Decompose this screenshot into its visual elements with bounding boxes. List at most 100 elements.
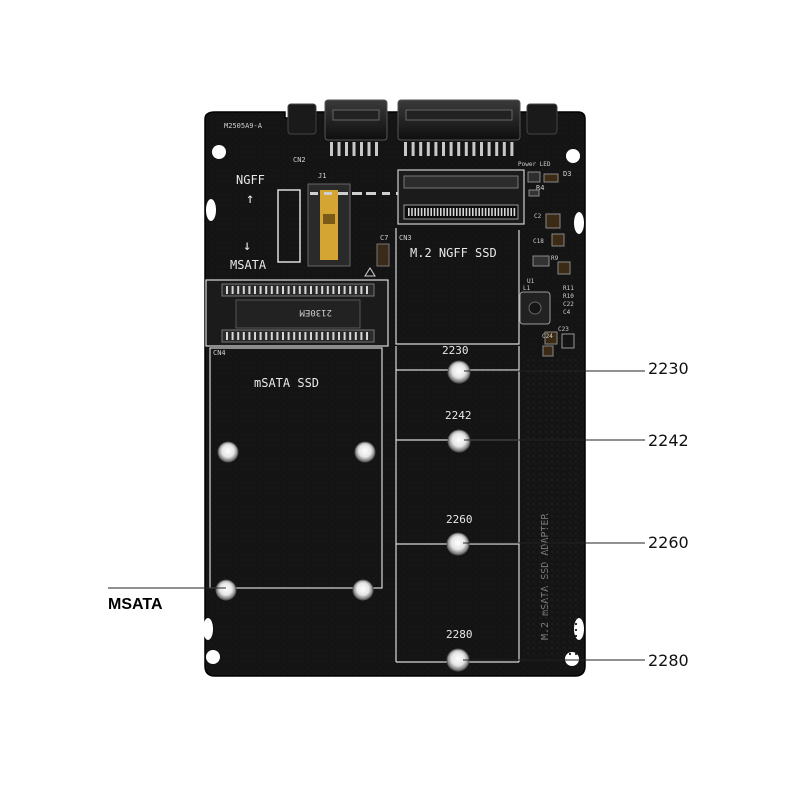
edge-texture-dot <box>544 520 548 524</box>
msata-socket-pin <box>315 286 318 294</box>
edge-texture-dot <box>574 616 578 620</box>
label-l1: L1 <box>523 285 531 292</box>
edge-texture-dot <box>556 556 560 560</box>
edge-texture-dot <box>574 538 578 542</box>
sata-power-pin <box>411 142 415 156</box>
edge-texture-dot <box>568 406 572 410</box>
edge-texture-dot <box>568 490 572 494</box>
edge-texture-dot <box>544 490 548 494</box>
sata-data-pin <box>367 142 371 156</box>
edge-texture-dot <box>550 646 554 650</box>
edge-texture-dot <box>532 532 536 536</box>
switch-ngff-label: NGFF <box>236 173 265 187</box>
edge-texture-dot <box>574 514 578 518</box>
edge-texture-dot <box>574 484 578 488</box>
edge-texture-dot <box>562 628 566 632</box>
m2-socket-pin <box>491 208 493 216</box>
edge-texture-dot <box>568 580 572 584</box>
edge-texture-dot <box>562 382 566 386</box>
edge-texture-dot <box>526 460 530 464</box>
edge-texture-dot <box>526 478 530 482</box>
label-c22: C22 <box>563 301 574 308</box>
edge-texture-dot <box>544 628 548 632</box>
sata-power-pin <box>472 142 476 156</box>
edge-texture-dot <box>556 484 560 488</box>
edge-texture-dot <box>562 586 566 590</box>
m2-socket-pin <box>500 208 503 216</box>
sata-power-pin <box>404 142 407 156</box>
edge-texture-dot <box>574 430 578 434</box>
edge-texture-dot <box>562 472 566 476</box>
msata-socket-pin <box>248 286 251 294</box>
edge-texture-dot <box>532 484 536 488</box>
msata-socket-pin <box>237 332 240 340</box>
edge-texture-dot <box>568 508 572 512</box>
edge-texture-dot <box>562 652 566 656</box>
msata-socket-pin <box>338 286 340 294</box>
msata-socket-pin <box>282 286 284 294</box>
edge-texture-dot <box>568 484 572 488</box>
edge-texture-dot <box>538 388 542 392</box>
edge-texture-dot <box>538 652 542 656</box>
edge-texture-dot <box>532 610 536 614</box>
edge-texture-dot <box>568 376 572 380</box>
edge-texture-dot <box>550 400 554 404</box>
m2-socket-pin <box>488 208 490 216</box>
edge-texture-dot <box>538 454 542 458</box>
edge-texture-dot <box>544 568 548 572</box>
edge-texture-dot <box>532 622 536 626</box>
label-cn4: CN4 <box>213 349 226 357</box>
edge-texture-dot <box>544 538 548 542</box>
edge-texture-dot <box>562 550 566 554</box>
m2-socket-pin <box>504 208 506 216</box>
edge-texture-dot <box>538 544 542 548</box>
edge-texture-dot <box>568 424 572 428</box>
edge-texture-dot <box>556 388 560 392</box>
edge-texture-dot <box>556 448 560 452</box>
msata-socket-pin <box>226 332 228 340</box>
sata-power-pin <box>480 142 483 156</box>
edge-texture-dot <box>532 508 536 512</box>
edge-texture-dot <box>568 592 572 596</box>
edge-texture-dot <box>562 532 566 536</box>
m2-socket-pin <box>507 208 509 216</box>
edge-texture-dot <box>556 592 560 596</box>
msata-socket-pin <box>231 332 234 340</box>
edge-texture-dot <box>538 376 542 380</box>
msata-socket-pin <box>265 332 268 340</box>
msata-socket-pin <box>293 286 296 294</box>
switch-pin <box>310 192 318 195</box>
edge-texture-dot <box>574 478 578 482</box>
edge-texture-dot <box>574 640 578 644</box>
m2-socket-pin <box>424 208 426 216</box>
m2-socket-pin <box>494 208 496 216</box>
edge-texture-dot <box>550 454 554 458</box>
m2-socket-pin <box>478 208 480 216</box>
edge-texture-dot <box>556 652 560 656</box>
edge-texture-dot <box>550 484 554 488</box>
edge-texture-dot <box>538 556 542 560</box>
edge-texture-dot <box>574 562 578 566</box>
edge-texture-dot <box>526 652 530 656</box>
m2-socket-pin <box>433 208 436 216</box>
edge-texture-dot <box>568 628 572 632</box>
edge-texture-dot <box>556 616 560 620</box>
edge-texture-dot <box>568 568 572 572</box>
edge-texture-dot <box>550 562 554 566</box>
label-c7: C7 <box>380 234 388 242</box>
edge-texture-dot <box>568 388 572 392</box>
edge-texture-dot <box>556 622 560 626</box>
edge-texture-dot <box>568 520 572 524</box>
edge-texture-dot <box>550 520 554 524</box>
edge-texture-dot <box>538 448 542 452</box>
msata-socket-pin <box>332 286 335 294</box>
edge-texture-dot <box>574 442 578 446</box>
edge-texture-dot <box>556 634 560 638</box>
edge-texture-dot <box>550 556 554 560</box>
sata-power-pin <box>457 142 461 156</box>
edge-texture-dot <box>538 550 542 554</box>
edge-texture-dot <box>544 418 548 422</box>
msata-socket-pin <box>265 286 268 294</box>
edge-texture-dot <box>544 604 548 608</box>
edge-texture-dot <box>556 640 560 644</box>
